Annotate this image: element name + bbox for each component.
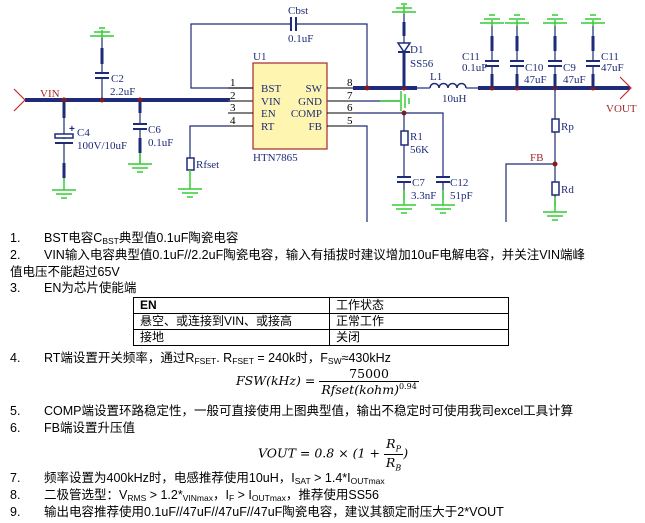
svg-text:3: 3 bbox=[230, 102, 236, 114]
capacitor-c11-47uf: C11 47uF bbox=[580, 14, 624, 88]
svg-text:56K: 56K bbox=[410, 144, 429, 156]
resistor-rfset: Rfset bbox=[177, 125, 228, 198]
svg-text:2.2uF: 2.2uF bbox=[110, 86, 135, 98]
note-2-continued: 值电压不能超过65V bbox=[10, 265, 120, 279]
svg-text:5: 5 bbox=[347, 115, 353, 127]
inductor-l1: L1 10uH bbox=[429, 71, 478, 105]
svg-text:Cbst: Cbst bbox=[288, 5, 308, 17]
svg-text:VIN: VIN bbox=[261, 96, 281, 108]
svg-text:Rp: Rp bbox=[561, 121, 574, 133]
net-label-vout: VOUT bbox=[606, 103, 637, 115]
svg-text:Rfset: Rfset bbox=[196, 159, 219, 171]
svg-text:L1: L1 bbox=[430, 71, 442, 83]
svg-text:FB: FB bbox=[309, 121, 322, 133]
capacitor-c6: C6 0.1uF bbox=[127, 100, 173, 173]
svg-text:C12: C12 bbox=[450, 177, 468, 189]
svg-text:C11: C11 bbox=[462, 51, 480, 63]
svg-text:3.3nF: 3.3nF bbox=[411, 190, 436, 202]
svg-text:47uF: 47uF bbox=[524, 74, 547, 86]
svg-text:+: + bbox=[69, 124, 75, 135]
capacitor-c12: C12 51pF bbox=[430, 112, 473, 214]
capacitor-c9: C9 47uF bbox=[542, 14, 586, 88]
resistor-r1: R1 56K bbox=[400, 113, 429, 200]
svg-text:EN: EN bbox=[261, 108, 276, 120]
table-header-row: EN 工作状态 bbox=[133, 297, 509, 314]
svg-text:4: 4 bbox=[230, 115, 236, 127]
svg-text:47uF: 47uF bbox=[601, 62, 624, 74]
svg-text:100V/10uF: 100V/10uF bbox=[77, 140, 127, 152]
capacitor-c7: C7 3.3nF bbox=[391, 176, 436, 214]
svg-text:C4: C4 bbox=[77, 127, 90, 139]
vout-bus: VOUT bbox=[478, 76, 637, 115]
svg-text:HTN7865: HTN7865 bbox=[253, 152, 298, 164]
capacitor-c11-0p1uf: C11 0.1uF bbox=[462, 14, 505, 88]
capacitor-c10: C10 47uF bbox=[504, 14, 547, 88]
svg-text:47uF: 47uF bbox=[563, 74, 586, 86]
sw-node bbox=[353, 85, 436, 222]
table-row: 接地 关闭 bbox=[133, 329, 509, 346]
svg-text:0.1uF: 0.1uF bbox=[148, 137, 173, 149]
svg-text:GND: GND bbox=[298, 96, 322, 108]
svg-text:C2: C2 bbox=[111, 73, 124, 85]
svg-text:D1: D1 bbox=[410, 44, 423, 56]
capacitor-c4: + C4 100V/10uF bbox=[51, 100, 127, 199]
svg-text:C11: C11 bbox=[601, 51, 619, 63]
svg-text:Rd: Rd bbox=[561, 184, 574, 196]
svg-text:10uH: 10uH bbox=[442, 93, 467, 105]
svg-text:6: 6 bbox=[347, 102, 353, 114]
net-label-fb: FB bbox=[530, 152, 543, 164]
en-state-table: EN 工作状态 悬空、或连接到VIN、或接高 正常工作 接地 关闭 bbox=[133, 297, 509, 346]
svg-text:0.1uF: 0.1uF bbox=[462, 62, 487, 74]
svg-text:C10: C10 bbox=[525, 62, 544, 74]
fb-net: FB bbox=[505, 152, 558, 222]
diode-d1: D1 SS56 bbox=[391, 3, 434, 88]
circuit-schematic: VIN C2 2.2uF + C4 100V/10uF bbox=[13, 3, 637, 222]
capacitor-c2: C2 2.2uF bbox=[89, 27, 135, 100]
svg-text:51pF: 51pF bbox=[450, 190, 473, 202]
table-row: 悬空、或连接到VIN、或接高 正常工作 bbox=[133, 313, 509, 330]
capacitor-cbst: Cbst 0.1uF bbox=[190, 5, 368, 89]
svg-text:C7: C7 bbox=[412, 177, 425, 189]
ic-u1: U1 HTN7865 1 2 3 4 BST VIN EN RT 8 7 6 5… bbox=[228, 51, 355, 164]
svg-text:SS56: SS56 bbox=[410, 58, 434, 70]
svg-text:0.1uF: 0.1uF bbox=[288, 33, 313, 45]
svg-text:2: 2 bbox=[230, 90, 236, 102]
net-label-vin: VIN bbox=[40, 88, 60, 100]
svg-text:C9: C9 bbox=[563, 62, 576, 74]
svg-text:BST: BST bbox=[261, 83, 281, 95]
svg-text:RT: RT bbox=[261, 121, 275, 133]
svg-text:R1: R1 bbox=[410, 131, 423, 143]
svg-text:COMP: COMP bbox=[291, 108, 322, 120]
svg-text:1: 1 bbox=[230, 77, 236, 89]
svg-text:8: 8 bbox=[347, 77, 353, 89]
svg-text:U1: U1 bbox=[253, 51, 266, 63]
vin-bus: VIN bbox=[13, 88, 230, 112]
svg-text:7: 7 bbox=[347, 90, 353, 102]
resistor-rd: Rd bbox=[542, 181, 574, 221]
svg-text:SW: SW bbox=[306, 83, 323, 95]
svg-text:C6: C6 bbox=[148, 124, 161, 136]
